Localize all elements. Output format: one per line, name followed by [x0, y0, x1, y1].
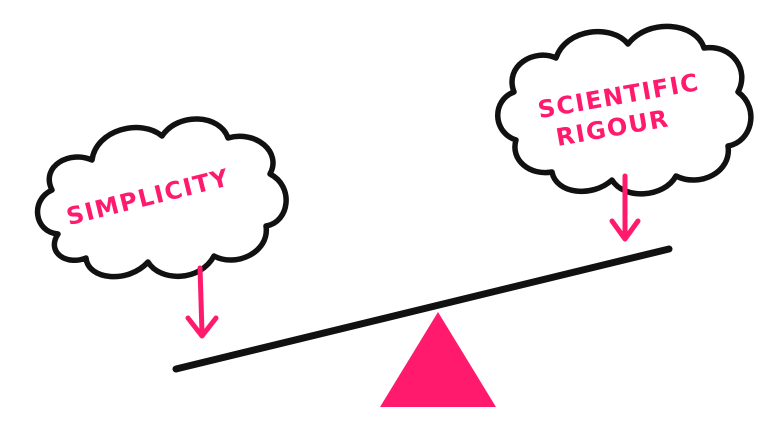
simplicity-cloud-outline — [34, 116, 289, 280]
scientific-rigour-cloud-outline — [495, 23, 754, 197]
right-down-arrow — [609, 173, 641, 242]
simplicity-cloud: SIMPLICITY — [34, 116, 289, 280]
seesaw-beam — [172, 245, 673, 373]
fulcrum-triangle — [380, 312, 496, 407]
scientific-rigour-cloud: SCIENTIFIC RIGOUR — [495, 23, 754, 197]
left-down-arrow — [185, 265, 219, 339]
